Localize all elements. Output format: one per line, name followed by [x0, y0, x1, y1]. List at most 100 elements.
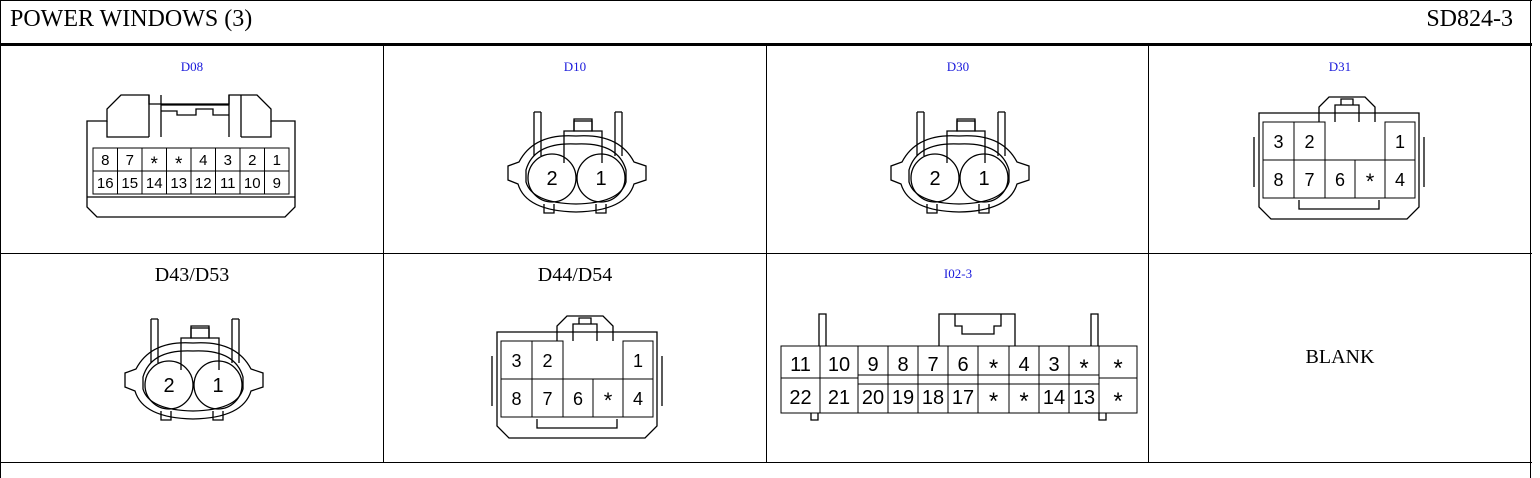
- pin-label: 7: [927, 354, 938, 376]
- pin-label: 22: [789, 387, 811, 409]
- connector-outline: [533, 111, 623, 156]
- connector-outline: [190, 327, 210, 339]
- pin-label: 14: [146, 175, 163, 192]
- connector-outline: [1253, 137, 1425, 210]
- page-title: POWER WINDOWS (3): [10, 6, 253, 32]
- pin-label: 7: [126, 152, 134, 169]
- pin-label: *: [1019, 388, 1028, 415]
- pin-label: 9: [867, 354, 878, 376]
- pin-label: 10: [828, 354, 850, 376]
- connector-outline: [916, 111, 1006, 156]
- connector-outline: [496, 331, 658, 439]
- pin-label: 8: [511, 389, 521, 409]
- connector-outline: [890, 135, 1030, 213]
- pin-label: *: [175, 154, 183, 175]
- pin-cavity: [910, 153, 960, 203]
- connector-outline: [142, 350, 244, 412]
- column-divider: [383, 46, 384, 462]
- pin-label: 18: [922, 387, 944, 409]
- pin-cavity: [193, 360, 243, 410]
- pin-label: 1: [595, 168, 606, 190]
- pin-label: 3: [1273, 132, 1283, 152]
- connector-outline: [525, 143, 627, 205]
- pin-cavity: [144, 360, 194, 410]
- pin-label: 17: [952, 387, 974, 409]
- pin-label: 15: [121, 175, 138, 192]
- connector-outline: [86, 94, 296, 218]
- pin-label: 19: [892, 387, 914, 409]
- pin-label: 21: [828, 387, 850, 409]
- connector-outline: [556, 315, 614, 341]
- pin-label: 1: [273, 152, 281, 169]
- pin-label: 11: [220, 175, 236, 192]
- pin-label: 7: [542, 389, 552, 409]
- pin-label: *: [1113, 388, 1122, 415]
- pin-label: 8: [897, 354, 908, 376]
- pin-label: 3: [511, 351, 521, 371]
- pin-label: 4: [633, 389, 643, 409]
- pin-divider: [858, 374, 888, 385]
- connector-outline: [818, 313, 1099, 346]
- header-divider: [0, 43, 1532, 46]
- pin-label: *: [151, 154, 159, 175]
- connector-outline: [1318, 96, 1376, 122]
- pin-label: 2: [929, 168, 940, 190]
- pin-cavity: [1384, 159, 1416, 199]
- pin-label: 6: [573, 389, 583, 409]
- pin-label: 2: [163, 375, 174, 397]
- pin-label: 20: [862, 387, 884, 409]
- pin-label: *: [604, 388, 613, 413]
- connector-outline: [563, 118, 603, 163]
- connector-outline: [507, 135, 647, 213]
- pin-label: 6: [957, 354, 968, 376]
- right-border: [1530, 0, 1531, 478]
- pin-cavity: [576, 153, 626, 203]
- pin-label: 13: [1073, 387, 1095, 409]
- connector-outline: [926, 204, 990, 214]
- connector-outline: [1258, 112, 1420, 220]
- pin-label: 2: [248, 152, 256, 169]
- connector-outline: [908, 143, 1010, 205]
- connector-label[interactable]: D08: [180, 59, 204, 74]
- pin-label: 8: [101, 152, 109, 169]
- connector-outline: [946, 118, 986, 163]
- connector-outline: [87, 95, 295, 198]
- pin-divider: [978, 374, 1009, 385]
- diagram-code: SD824-3: [1426, 6, 1513, 32]
- connector-outline: [124, 342, 264, 420]
- blank-label: BLANK: [1305, 346, 1375, 368]
- pin-label: 3: [224, 152, 232, 169]
- pin-label: *: [1366, 169, 1375, 194]
- connector-label[interactable]: D31: [1328, 59, 1352, 74]
- connector-label: D44/D54: [537, 264, 613, 286]
- pin-cavity: [264, 170, 290, 195]
- pin-divider: [888, 374, 918, 385]
- pin-divider: [1009, 374, 1039, 385]
- bottom-divider: [0, 462, 1532, 463]
- pin-label: 10: [244, 175, 261, 192]
- pin-label: 4: [199, 152, 207, 169]
- pin-cavity: [622, 378, 654, 418]
- pin-label: 9: [273, 175, 281, 192]
- connector-outline: [160, 411, 224, 421]
- connector-outline: [180, 325, 220, 370]
- pin-label: 16: [97, 175, 114, 192]
- column-divider: [1148, 46, 1149, 462]
- pin-label: 8: [1273, 170, 1283, 190]
- pin-label: 14: [1043, 387, 1065, 409]
- pin-label: *: [989, 388, 998, 415]
- pin-label: 2: [1304, 132, 1314, 152]
- column-divider: [766, 46, 767, 462]
- connector-outline: [810, 413, 1107, 421]
- connector-label[interactable]: I02-3: [943, 266, 973, 281]
- pin-label: 4: [1018, 354, 1029, 376]
- pin-label: 4: [1395, 170, 1405, 190]
- connector-label[interactable]: D10: [563, 59, 587, 74]
- pin-label: 1: [978, 168, 989, 190]
- pin-label: *: [1079, 355, 1088, 382]
- connector-label[interactable]: D30: [946, 59, 970, 74]
- pin-label: *: [989, 355, 998, 382]
